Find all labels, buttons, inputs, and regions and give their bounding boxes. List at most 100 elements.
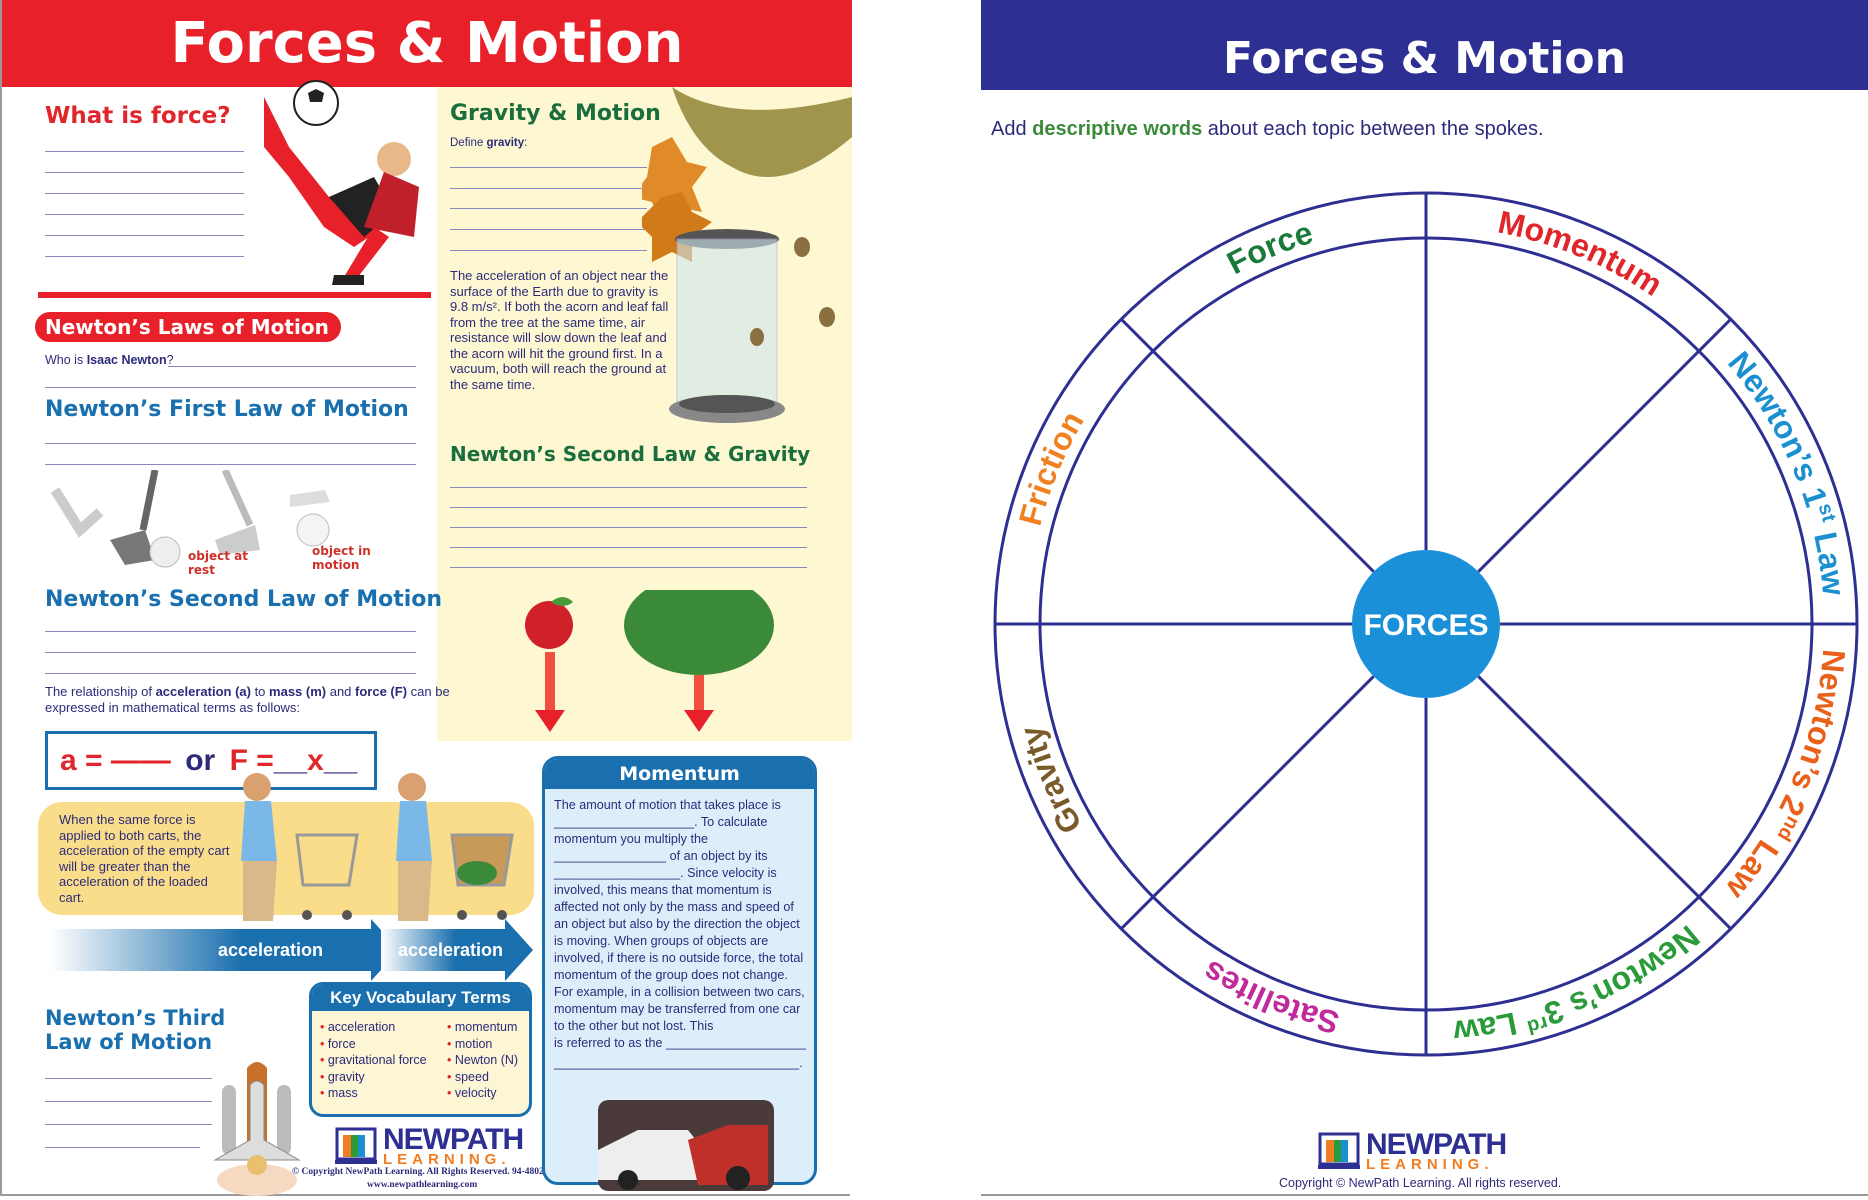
- golf-club-illustration: [50, 470, 330, 568]
- formula-fraction-line[interactable]: ——: [110, 744, 171, 777]
- object-at-rest-label: object at rest: [188, 549, 248, 577]
- topic-label: Newton’s 3rd Law: [1452, 918, 1706, 1050]
- answer-line[interactable]: [45, 673, 416, 674]
- answer-line[interactable]: [45, 1078, 212, 1079]
- topic-label: Newton’s 1st Law: [1721, 345, 1852, 597]
- vocab-term: velocity: [447, 1085, 518, 1102]
- space-shuttle-illustration: [213, 1062, 301, 1196]
- answer-line[interactable]: [45, 256, 244, 257]
- logo-line1: NEWPATH: [1366, 1128, 1507, 1161]
- answer-line[interactable]: [45, 387, 416, 388]
- section-divider: [38, 292, 431, 298]
- answer-line[interactable]: [45, 1101, 212, 1102]
- formula-blank[interactable]: __: [273, 744, 308, 777]
- prompt-text: ?: [166, 353, 174, 367]
- vocab-term: Newton (N): [447, 1052, 518, 1069]
- spoke-line: [1120, 318, 1375, 573]
- answer-line[interactable]: [45, 214, 244, 215]
- answer-line[interactable]: [45, 443, 416, 444]
- answer-line[interactable]: [45, 151, 244, 152]
- momentum-line: The amount of motion that takes place is: [554, 798, 781, 812]
- spoke-line: [1477, 318, 1732, 573]
- first-law-heading: Newton’s First Law of Motion: [45, 397, 409, 422]
- man-pushing-empty-cart-illustration: [241, 773, 359, 921]
- prompt-bold: Isaac Newton: [86, 353, 167, 367]
- answer-line[interactable]: [45, 1147, 200, 1148]
- term-gravity: gravity: [486, 137, 525, 149]
- text: Add: [991, 118, 1033, 140]
- formula-f: F =: [229, 744, 274, 777]
- acceleration-arrow-small: acceleration: [381, 919, 533, 981]
- vocabulary-title: Key Vocabulary Terms: [312, 985, 529, 1011]
- text: to: [250, 684, 270, 699]
- answer-line[interactable]: [45, 464, 416, 465]
- formula-blank[interactable]: __: [323, 744, 358, 777]
- cart-explanation-text: When the same force is applied to both c…: [59, 812, 230, 905]
- apple-watermelon-falling-illustration: [525, 590, 774, 732]
- momentum-fill-in-line[interactable]: ________________ of an object by its: [554, 849, 768, 863]
- gravity-motion-heading: Gravity & Motion: [450, 101, 661, 126]
- formula-or: or: [185, 744, 216, 777]
- right-page-title: Forces & Motion: [981, 0, 1868, 90]
- formula-a: a =: [60, 744, 103, 777]
- oak-leaves-and-vacuum-jar-illustration: [642, 87, 852, 423]
- answer-line[interactable]: [450, 547, 807, 548]
- instruction-emphasis: descriptive words: [1032, 118, 1203, 140]
- text: The relationship of: [45, 684, 156, 699]
- object-in-motion-label: object in motion: [312, 544, 371, 572]
- momentum-text: The amount of motion that takes place is…: [545, 789, 814, 1072]
- answer-line[interactable]: [45, 1124, 212, 1125]
- answer-line[interactable]: [450, 567, 807, 568]
- answer-line[interactable]: [450, 487, 807, 488]
- instructions: Add descriptive words about each topic b…: [991, 118, 1544, 141]
- text: :: [524, 137, 528, 149]
- logo-line2: LEARNING.: [1366, 1156, 1494, 1173]
- momentum-fill-in-line[interactable]: is referred to as the __________________…: [554, 1036, 807, 1050]
- define-gravity-prompt: Define gravity:: [450, 135, 527, 151]
- center-hub: [1352, 550, 1500, 698]
- momentum-line: involved, this means that momentum is af…: [554, 883, 805, 1033]
- answer-line[interactable]: [450, 250, 647, 251]
- momentum-fill-in-line[interactable]: ____________________. To calculate: [554, 815, 768, 829]
- term-acceleration: acceleration (a): [155, 684, 251, 699]
- momentum-fill-in-line[interactable]: __________________. Since velocity is: [554, 866, 777, 880]
- answer-line[interactable]: [45, 631, 416, 632]
- car-crash-photo: [598, 1100, 774, 1191]
- center-label: FORCES: [1363, 609, 1488, 642]
- logo-line2: LEARNING.: [383, 1151, 511, 1168]
- answer-line[interactable]: [450, 208, 647, 209]
- answer-line[interactable]: [450, 507, 807, 508]
- logo-line1: NEWPATH: [383, 1123, 524, 1156]
- right-worksheet-page: Forces & Motion Add descriptive words ab…: [981, 0, 1868, 1196]
- answer-line[interactable]: [450, 167, 647, 168]
- answer-line[interactable]: [450, 229, 647, 230]
- vocab-term: gravitational force: [320, 1052, 427, 1069]
- topic-label: Satellites: [1196, 953, 1342, 1041]
- vocab-term: speed: [447, 1069, 518, 1086]
- answer-line[interactable]: [45, 235, 244, 236]
- text: and: [326, 684, 356, 699]
- answer-line[interactable]: [168, 366, 416, 367]
- topic-label: Momentum: [1495, 204, 1669, 303]
- text: can be expressed in mathematical terms a…: [45, 684, 450, 715]
- answer-line[interactable]: [45, 172, 244, 173]
- newtons-laws-heading: Newton’s Laws of Motion: [35, 312, 341, 342]
- answer-line[interactable]: [45, 193, 244, 194]
- answer-line[interactable]: [450, 188, 647, 189]
- answer-line[interactable]: [450, 527, 807, 528]
- website-link[interactable]: www.newpathlearning.com: [367, 1180, 478, 1190]
- vocab-term: acceleration: [320, 1019, 427, 1036]
- outer-ring: [993, 191, 1859, 1057]
- vocabulary-column-1: acceleration force gravitational force g…: [320, 1019, 427, 1102]
- momentum-fill-in-line[interactable]: ___________________________________.: [554, 1056, 803, 1070]
- spoke-line: [1477, 675, 1732, 930]
- answer-line[interactable]: [45, 652, 416, 653]
- soccer-player-illustration: [264, 80, 419, 285]
- who-is-newton-prompt: Who is Isaac Newton?: [45, 352, 174, 368]
- left-page-title: Forces & Motion: [2, 0, 852, 87]
- formula-times: x: [307, 744, 324, 777]
